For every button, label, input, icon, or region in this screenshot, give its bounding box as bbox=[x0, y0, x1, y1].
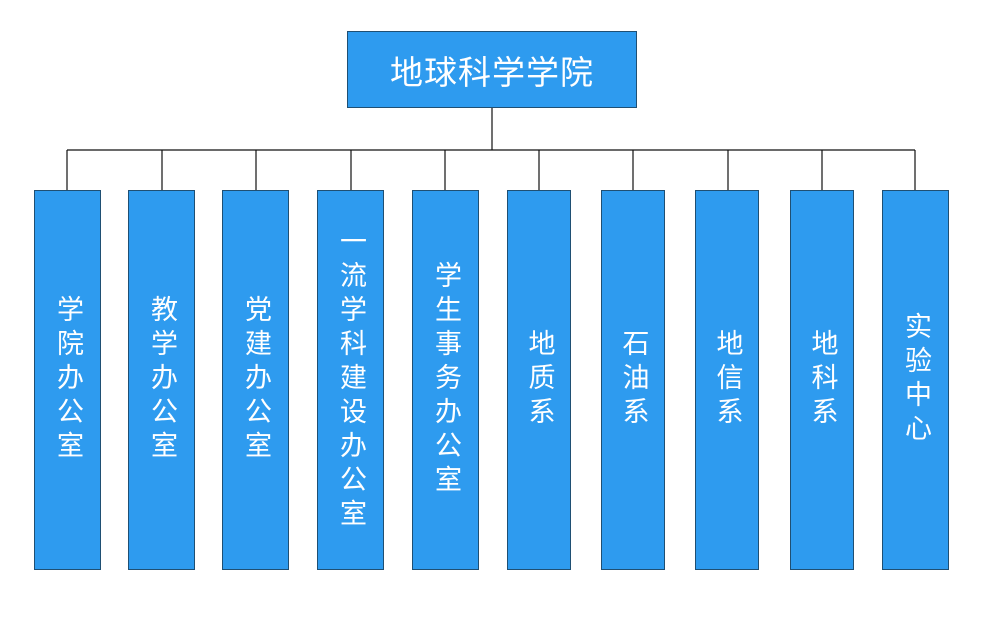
root-node: 地球科学学院 bbox=[347, 31, 637, 108]
root-node-label: 地球科学学院 bbox=[390, 52, 594, 92]
child-node-label: 石油系 bbox=[617, 329, 649, 431]
child-node-first-class-discipline-office: 一流学科建设办公室 bbox=[317, 190, 384, 570]
child-node-geology-department: 地质系 bbox=[507, 190, 571, 570]
child-node-experiment-center: 实验中心 bbox=[882, 190, 949, 570]
child-node-petroleum-department: 石油系 bbox=[601, 190, 665, 570]
child-node-geoinformation-department: 地信系 bbox=[695, 190, 759, 570]
child-node-teaching-office: 教学办公室 bbox=[128, 190, 195, 570]
child-node-earth-science-department: 地科系 bbox=[790, 190, 854, 570]
child-node-label: 一流学科建设办公室 bbox=[335, 227, 366, 533]
child-node-label: 党建办公室 bbox=[240, 295, 271, 465]
child-node-party-building-office: 党建办公室 bbox=[222, 190, 289, 570]
child-node-college-office: 学院办公室 bbox=[34, 190, 101, 570]
child-node-label: 地科系 bbox=[806, 329, 838, 431]
child-node-label: 学生事务办公室 bbox=[430, 261, 461, 499]
child-node-student-affairs-office: 学生事务办公室 bbox=[412, 190, 479, 570]
child-node-label: 教学办公室 bbox=[146, 295, 177, 465]
child-node-label: 学院办公室 bbox=[52, 295, 83, 465]
child-node-label: 地质系 bbox=[523, 329, 555, 431]
child-node-label: 实验中心 bbox=[900, 312, 931, 448]
child-node-label: 地信系 bbox=[711, 329, 743, 431]
